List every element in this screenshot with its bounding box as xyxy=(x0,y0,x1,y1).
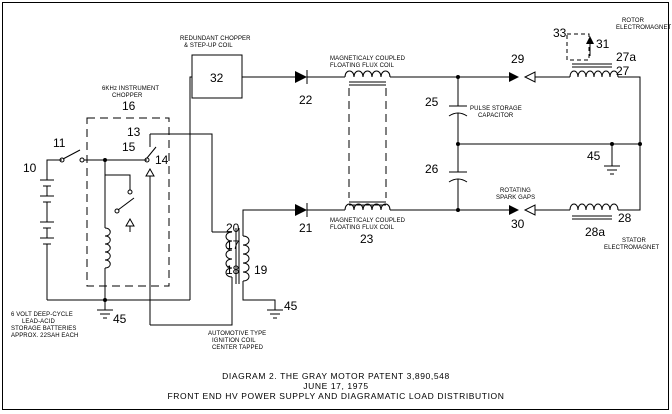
rotor-position-box xyxy=(566,33,590,61)
note-flux-bottom-1: MAGNETICALY COUPLED xyxy=(330,218,406,224)
label-19: 19 xyxy=(254,263,268,277)
caption-line-1: DIAGRAM 2. THE GRAY MOTOR PATENT 3,890,5… xyxy=(222,371,450,381)
note-instrument-chopper-2: CHOPPER xyxy=(112,93,143,99)
label-33: 33 xyxy=(553,26,567,40)
relay-coil xyxy=(104,227,111,269)
ground-45-coil xyxy=(267,309,283,319)
note-redundant-chopper-1: REDUNDANT CHOPPER xyxy=(180,36,251,42)
wire-coil-ground xyxy=(242,281,276,310)
label-13: 13 xyxy=(127,125,141,139)
label-26: 26 xyxy=(425,162,439,176)
ignition-coil xyxy=(212,228,250,284)
label-15: 15 xyxy=(122,140,136,154)
note-rotor-2: ELECTROMAGNET xyxy=(616,25,672,31)
diode-21 xyxy=(295,203,345,217)
note-ignition-coil-3: CENTER TAPPED xyxy=(212,345,264,351)
wire-to-redundant-chopper xyxy=(189,76,192,300)
note-stator-1: STATOR xyxy=(622,238,647,244)
spark-gap-29-b xyxy=(523,71,536,83)
note-rotating-gaps-2: SPARK GAPS xyxy=(496,195,535,201)
rotor-arrow-head xyxy=(586,36,594,44)
label-25: 25 xyxy=(425,95,439,109)
label-14: 14 xyxy=(155,153,169,167)
label-23: 23 xyxy=(360,232,374,246)
label-20: 20 xyxy=(226,221,240,235)
instrument-chopper-box xyxy=(86,117,170,287)
note-ignition-coil-2: IGNITION COIL xyxy=(212,338,256,344)
label-22: 22 xyxy=(299,93,313,107)
note-instrument-chopper-1: 6KHz INSTRUMENT xyxy=(102,86,159,92)
switch-13-blade xyxy=(146,146,157,159)
note-rotating-gaps-1: ROTATING xyxy=(500,188,531,194)
note-flux-top-1: MAGNETICALY COUPLED xyxy=(330,56,406,62)
note-battery-3: STORAGE BATTERIES xyxy=(11,326,77,332)
note-rotor-1: ROTOR xyxy=(622,18,645,24)
switch-14-arrow xyxy=(145,167,155,177)
diode-22 xyxy=(295,70,345,84)
label-27a: 27a xyxy=(616,50,636,64)
label-28a: 28a xyxy=(585,225,605,239)
label-11: 11 xyxy=(53,136,66,150)
note-redundant-chopper-2: & STEP-UP COIL xyxy=(184,43,233,49)
flux-coil-top xyxy=(344,70,391,78)
label-45-right: 45 xyxy=(587,149,601,163)
label-29: 29 xyxy=(511,52,525,66)
label-30: 30 xyxy=(511,217,525,231)
label-45-coil: 45 xyxy=(284,299,298,313)
caption-line-2: JUNE 17, 1975 xyxy=(303,381,368,391)
switch-11-contact-b xyxy=(79,157,85,163)
note-stator-2: ELECTROMAGNET xyxy=(604,245,660,251)
label-27: 27 xyxy=(616,64,630,78)
label-17: 17 xyxy=(226,238,240,252)
chopper-arrow xyxy=(125,217,135,227)
flux-coil-bottom xyxy=(344,203,391,211)
wire-battery-top xyxy=(46,159,62,162)
spark-gap-30-a xyxy=(509,205,519,215)
label-21: 21 xyxy=(299,221,313,235)
wire-to-coil-top xyxy=(150,133,213,232)
switch-11-contact-a xyxy=(59,157,65,163)
note-flux-bottom-2: FLOATING FLUX COIL xyxy=(330,225,395,231)
label-31: 31 xyxy=(596,37,610,51)
switch-11-blade xyxy=(62,149,81,160)
note-pulse-storage-2: CAPACITOR xyxy=(478,113,514,119)
label-10: 10 xyxy=(23,161,37,175)
junction-right-return xyxy=(638,142,642,146)
note-pulse-storage-1: PULSE STORAGE xyxy=(470,106,522,112)
ground-45-left xyxy=(97,309,113,319)
note-battery-1: 6 VOLT DEEP-CYCLE xyxy=(11,312,73,318)
chopper-contact xyxy=(127,189,133,195)
spark-gap-29-a xyxy=(509,72,519,82)
label-28: 28 xyxy=(618,211,632,225)
label-18: 18 xyxy=(226,263,240,277)
stator-coil xyxy=(569,203,619,211)
label-45-left: 45 xyxy=(113,312,127,326)
capacitor-25 xyxy=(448,77,468,144)
note-ignition-coil-1: AUTOMOTIVE TYPE xyxy=(208,331,266,337)
rotor-coil xyxy=(569,70,619,78)
battery-stack xyxy=(40,162,54,300)
note-battery-2: LEAD-ACID xyxy=(22,319,55,325)
chopper-pivot xyxy=(114,208,120,214)
ground-45-right xyxy=(604,165,620,175)
capacitor-26 xyxy=(448,144,468,210)
caption-line-3: FRONT END HV POWER SUPPLY AND DIAGRAMATI… xyxy=(167,391,504,401)
wire-to-coil-bottom xyxy=(150,282,233,326)
note-battery-4: APPROX. 22SAH EACH xyxy=(11,333,79,339)
note-flux-top-2: FLOATING FLUX COIL xyxy=(330,63,395,69)
wire-chopper-inner xyxy=(104,160,131,190)
label-16: 16 xyxy=(122,99,136,113)
spark-gap-30-b xyxy=(523,204,536,216)
frame xyxy=(2,2,669,410)
wire-coil-to-diode-21 xyxy=(242,209,295,236)
label-32: 32 xyxy=(210,71,224,85)
chopper-blade xyxy=(117,197,135,211)
